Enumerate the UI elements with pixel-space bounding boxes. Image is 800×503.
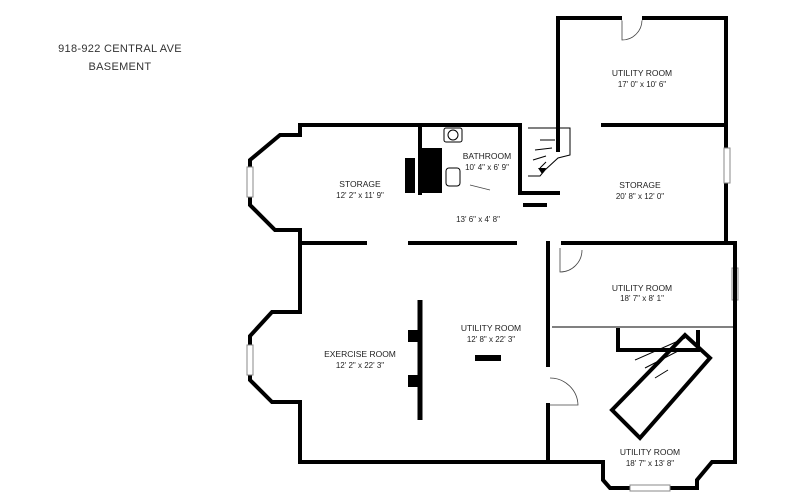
chimney-block bbox=[405, 148, 442, 193]
window bbox=[723, 147, 731, 184]
room-size: 10' 4" x 6' 9" bbox=[465, 163, 509, 172]
address-label: 918-922 CENTRAL AVE bbox=[58, 43, 182, 55]
room-name: STORAGE bbox=[339, 179, 381, 189]
room-size: 20' 8" x 12' 0" bbox=[616, 192, 664, 201]
room-label-bathroom: BATHROOM 10' 4" x 6' 9" bbox=[463, 151, 511, 172]
room-name: UTILITY ROOM bbox=[612, 68, 672, 78]
room-size: 13' 6" x 4' 8" bbox=[456, 215, 500, 224]
room-name: EXERCISE ROOM bbox=[324, 349, 396, 359]
room-name: STORAGE bbox=[619, 180, 661, 190]
room-name: UTILITY ROOM bbox=[612, 283, 672, 293]
room-name: UTILITY ROOM bbox=[620, 447, 680, 457]
room-label-storage-east: STORAGE 20' 8" x 12' 0" bbox=[616, 180, 664, 201]
room-label-utility-center: UTILITY ROOM 12' 8" x 22' 3" bbox=[461, 323, 521, 344]
room-label-utility-north: UTILITY ROOM 17' 0" x 10' 6" bbox=[612, 68, 672, 89]
toilet-icon bbox=[443, 127, 491, 191]
room-size: 12' 2" x 11' 9" bbox=[336, 191, 384, 200]
room-name: UTILITY ROOM bbox=[461, 323, 521, 333]
stair-structure bbox=[609, 328, 713, 441]
room-label-utility-south: UTILITY ROOM 18' 7" x 13' 8" bbox=[620, 447, 680, 468]
corridor-walls bbox=[408, 300, 501, 420]
room-size: 18' 7" x 8' 1" bbox=[620, 294, 664, 303]
plan-header: 918-922 CENTRAL AVE BASEMENT bbox=[40, 40, 200, 76]
utility-room-north bbox=[556, 15, 728, 127]
room-label-hall: 13' 6" x 4' 8" bbox=[456, 215, 500, 224]
room-size: 12' 2" x 22' 3" bbox=[336, 361, 384, 370]
stair-icon bbox=[528, 127, 571, 177]
room-size: 17' 0" x 10' 6" bbox=[618, 80, 666, 89]
utility-room-east bbox=[546, 241, 737, 492]
exercise-room-walls bbox=[246, 241, 550, 464]
upper-walls bbox=[248, 123, 737, 245]
room-size: 12' 8" x 22' 3" bbox=[467, 335, 515, 344]
room-label-utility-east: UTILITY ROOM 18' 7" x 8' 1" bbox=[612, 283, 672, 303]
room-label-storage-west: STORAGE 12' 2" x 11' 9" bbox=[336, 179, 384, 200]
room-label-exercise: EXERCISE ROOM 12' 2" x 22' 3" bbox=[324, 349, 396, 370]
window bbox=[246, 166, 254, 198]
room-size: 18' 7" x 13' 8" bbox=[626, 459, 674, 468]
level-label: BASEMENT bbox=[88, 61, 152, 73]
east-divider bbox=[546, 241, 583, 464]
room-name: BATHROOM bbox=[463, 151, 511, 161]
